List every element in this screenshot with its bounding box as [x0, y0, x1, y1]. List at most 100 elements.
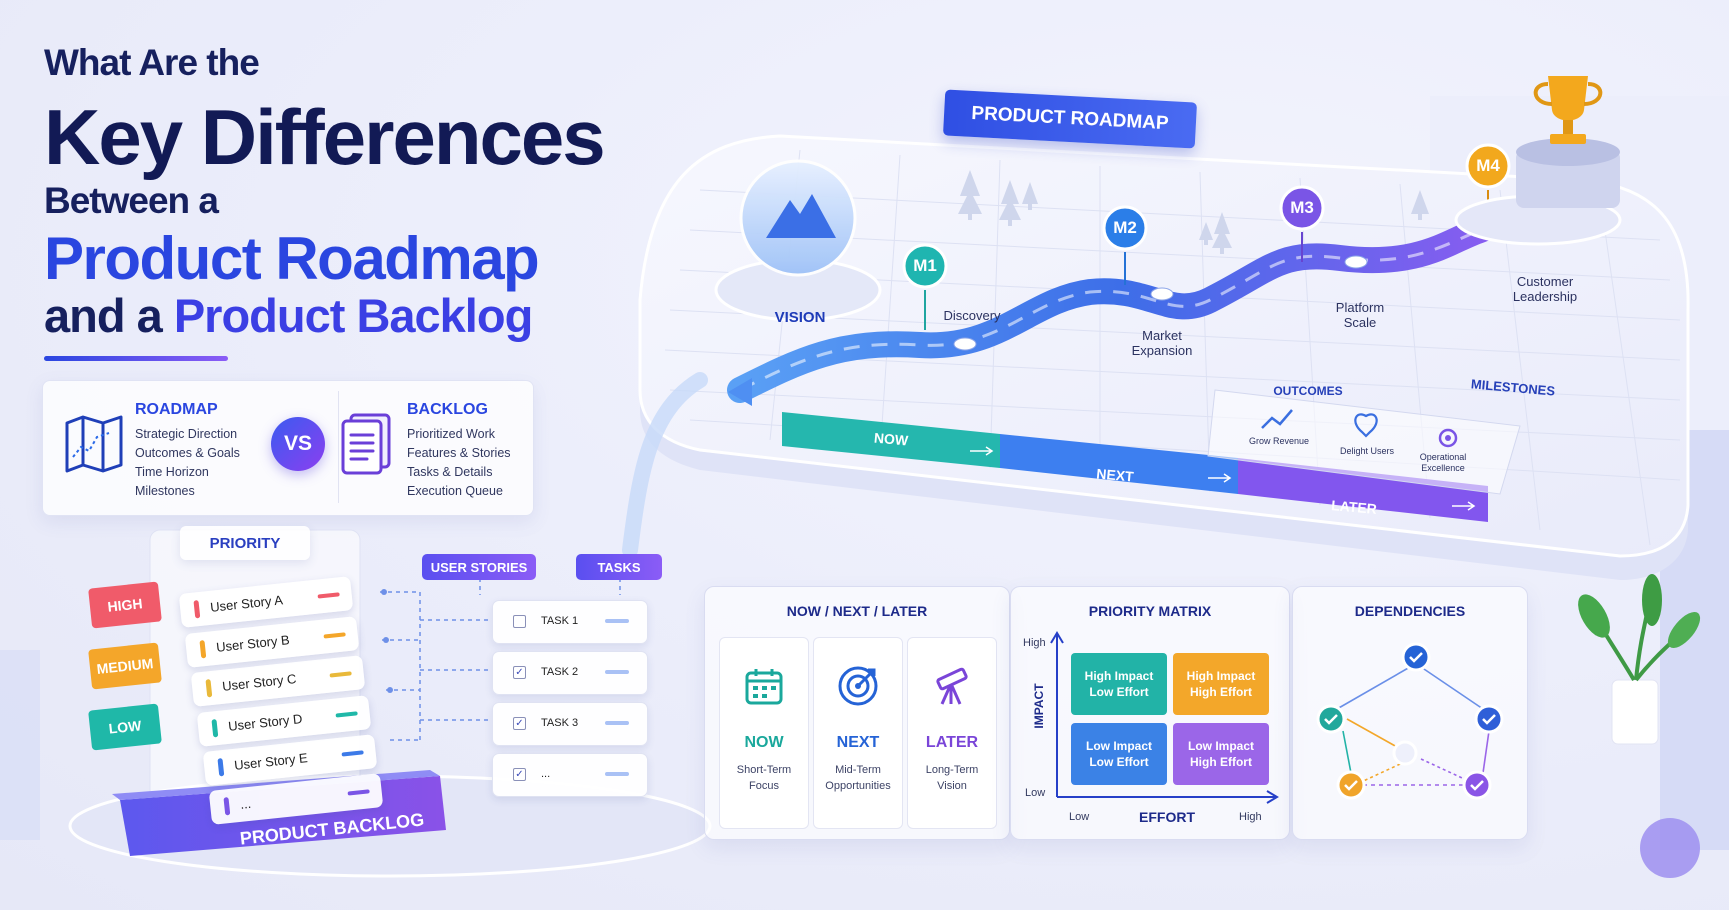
headline-line-2: Key Differences: [44, 93, 606, 181]
bg-block-left: [0, 650, 40, 840]
compare-card: ROADMAP Strategic Direction Outcomes & G…: [42, 380, 534, 516]
roadmap-item: Outcomes & Goals: [135, 446, 240, 460]
now-sub: Short-Term Focus: [736, 764, 792, 792]
later-sub: Long-Term Vision: [925, 764, 979, 792]
dependency-nodes: [1316, 642, 1504, 800]
backlog-item: Features & Stories: [407, 446, 511, 460]
task-checkbox[interactable]: ✓: [513, 768, 526, 781]
milestone-label: Market Expansion: [1131, 328, 1193, 358]
milestone-pins: [902, 143, 1511, 351]
backlog-item: Prioritized Work: [407, 427, 495, 441]
quadrant-high-impact-low-effort: High Impact Low Effort: [1071, 653, 1167, 715]
task-checkbox[interactable]: ✓: [513, 666, 526, 679]
headline-line-4: Product Roadmap: [44, 225, 540, 292]
roadmap-item: Strategic Direction: [135, 427, 238, 441]
story-dash: [347, 789, 370, 796]
y-low-label: Low: [1025, 787, 1046, 799]
plant-pot: [1611, 679, 1659, 745]
glass-connector: [622, 372, 708, 558]
dependency-graph: [1316, 642, 1504, 800]
now-name: NOW: [744, 734, 784, 751]
map-icon: [65, 415, 123, 473]
x-low-label: Low: [1069, 811, 1090, 823]
story-label: User Story E: [233, 750, 309, 773]
roadmap-item: Milestones: [135, 484, 195, 498]
task-bar: [605, 619, 629, 623]
story-priority-bar: [211, 719, 219, 738]
priority-high: HIGH: [88, 581, 162, 629]
plant-leaf: [1642, 574, 1662, 626]
now-next-later-panel: NOW / NEXT / LATER NOW Short-Term Focus …: [704, 586, 1010, 840]
trophy-base-top: [1516, 138, 1620, 166]
target-icon: [838, 666, 878, 706]
task-card[interactable]: ✓ TASK 3: [492, 702, 648, 746]
task-checkbox[interactable]: ✓: [513, 717, 526, 730]
y-high-label: High: [1023, 637, 1046, 649]
calendar-icon: [745, 669, 783, 705]
story-dash: [329, 671, 352, 678]
trophy-base: [1516, 150, 1620, 208]
task-label: TASK 3: [541, 717, 579, 729]
headline-line-1: What Are the: [44, 42, 260, 83]
task-label: TASK 2: [541, 666, 579, 678]
priority-matrix-title: PRIORITY MATRIX: [1088, 603, 1212, 619]
task-bar: [605, 772, 629, 776]
next-sub: Mid-Term Opportunities: [825, 764, 891, 792]
priority-header: PRIORITY: [180, 526, 310, 560]
milestone-code: M2: [1113, 218, 1137, 237]
story-dash: [323, 632, 346, 639]
lane-arrow: [1452, 501, 1476, 511]
vs-badge: VS: [271, 417, 325, 471]
roadmap-title: ROADMAP: [135, 401, 218, 418]
outcome-label: Delight Users: [1339, 446, 1395, 456]
task-label: TASK 1: [541, 615, 579, 627]
next-name: NEXT: [836, 734, 880, 751]
heart-icon: [1354, 413, 1378, 438]
story-label: User Story A: [209, 592, 284, 615]
y-axis-label: IMPACT: [1032, 683, 1046, 729]
milestone-label: Customer Leadership: [1512, 274, 1578, 304]
matrix-axes: [1050, 631, 1279, 804]
backlog-title: BACKLOG: [407, 401, 488, 418]
dependencies-title: DEPENDENCIES: [1354, 603, 1466, 619]
task-card[interactable]: ✓ TASK 2: [492, 651, 648, 695]
headline-line-5: and a Product Backlog: [44, 288, 533, 343]
task-bar: [605, 670, 629, 674]
lane-arrow: [970, 446, 994, 456]
gear-icon: [1438, 428, 1458, 448]
milestone-code: M1: [913, 256, 937, 275]
story-label: User Story C: [221, 671, 298, 694]
story-priority-bar: [217, 758, 225, 777]
task-checkbox[interactable]: [513, 615, 526, 628]
next-card: NEXT Mid-Term Opportunities: [813, 637, 903, 829]
task-card[interactable]: ✓...: [492, 753, 648, 797]
priority-low: LOW: [88, 703, 162, 751]
roadmap-item: Time Horizon: [135, 465, 209, 479]
lane-later-bar: [1238, 458, 1488, 522]
connector-dot: [387, 687, 393, 693]
backlog-item: Execution Queue: [407, 484, 503, 498]
story-priority-bar: [199, 640, 207, 659]
milestone-label: Discovery: [943, 308, 1001, 323]
story-priority-bar: [223, 797, 231, 816]
priority-matrix-panel: PRIORITY MATRIX High Low IMPACT Low EFFO…: [1010, 586, 1290, 840]
lane-now-bar: [782, 412, 1000, 468]
outcome-label: Grow Revenue: [1248, 436, 1310, 446]
later-card: LATER Long-Term Vision: [907, 637, 997, 829]
outcomes-title: OUTCOMES: [1273, 384, 1343, 398]
plant-leaf: [1667, 611, 1701, 649]
connector-dot: [383, 637, 389, 643]
task-card[interactable]: TASK 1: [492, 600, 648, 644]
document-icon: [341, 413, 391, 475]
plant-leaf: [1578, 594, 1610, 638]
connector-dot: [381, 589, 387, 595]
trophy-icon: [1533, 76, 1603, 144]
task-label: ...: [541, 768, 551, 780]
vision-label: VISION: [774, 309, 826, 326]
quadrant-high-impact-high-effort: High Impact High Effort: [1173, 653, 1269, 715]
dependencies-panel: DEPENDENCIES: [1292, 586, 1528, 840]
road-arrow: [728, 378, 752, 406]
quadrant-low-impact-high-effort: Low Impact High Effort: [1173, 723, 1269, 785]
story-priority-bar: [205, 679, 213, 698]
